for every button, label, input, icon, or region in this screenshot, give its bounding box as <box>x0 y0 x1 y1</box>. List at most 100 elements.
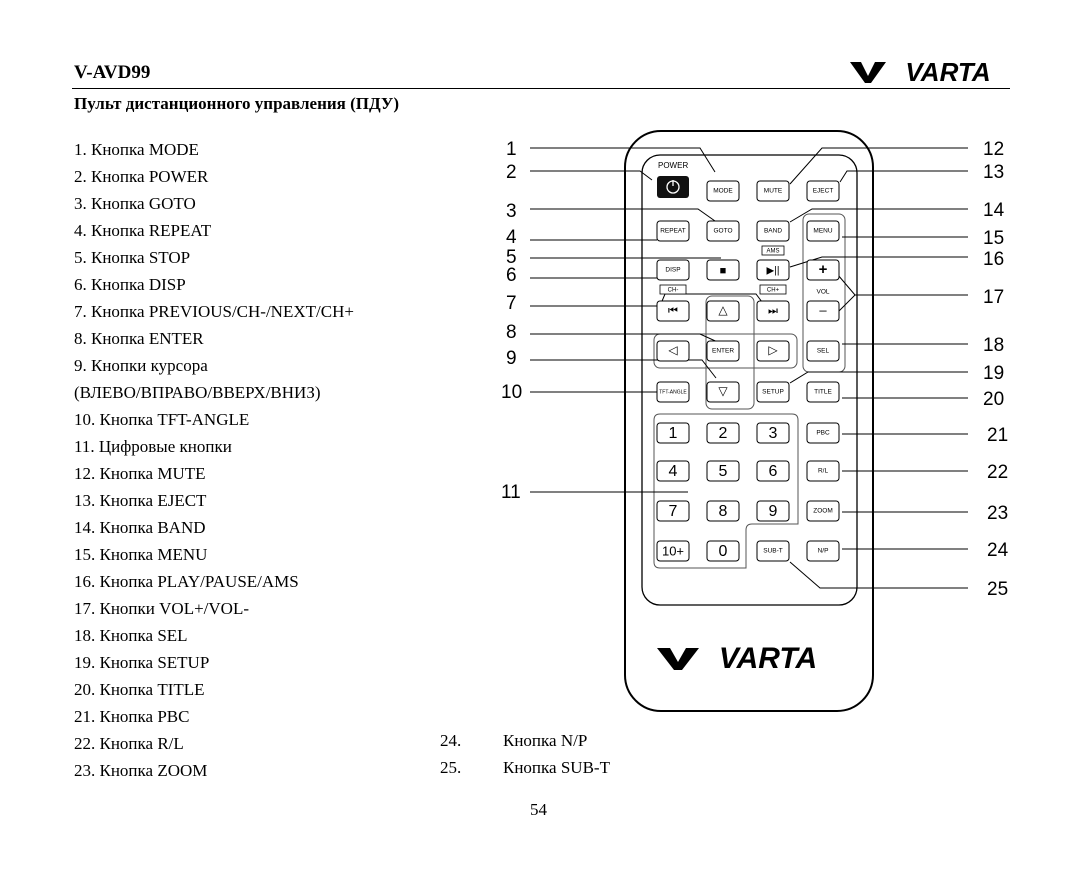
callout-2: 2 <box>506 162 517 183</box>
digit-4-button[interactable]: 4 <box>656 460 690 482</box>
power-button[interactable] <box>657 176 689 198</box>
list-item: 19. Кнопка SETUP <box>74 653 210 672</box>
pbc-button[interactable]: PBC <box>806 422 840 444</box>
page-subtitle: Пульт дистанционного управления (ПДУ) <box>74 94 400 113</box>
vol-minus-button[interactable]: – <box>806 300 840 322</box>
remote-inner-panel <box>641 154 858 606</box>
svg-text:5: 5 <box>719 463 728 480</box>
callout-20: 20 <box>983 389 1004 410</box>
list-item: 6. Кнопка DISP <box>74 275 186 294</box>
svg-text:8: 8 <box>719 503 728 520</box>
tft-angle-button[interactable]: TFT-ANGLE <box>656 381 690 403</box>
digit-9-button[interactable]: 9 <box>756 500 790 522</box>
callout-22: 22 <box>987 462 1008 483</box>
callout-24: 24 <box>987 540 1009 561</box>
previous-button[interactable]: ⏮ <box>656 300 690 322</box>
setup-button[interactable]: SETUP <box>756 381 790 403</box>
down-button[interactable]: ▽ <box>706 381 740 403</box>
list-item: 16. Кнопка PLAY/PAUSE/AMS <box>74 572 299 591</box>
list-item: (ВЛЕВО/ВПРАВО/ВВЕРХ/ВНИЗ) <box>74 383 321 402</box>
next-button[interactable]: ⏭ <box>756 300 790 322</box>
digit-8-button[interactable]: 8 <box>706 500 740 522</box>
svg-text:REPEAT: REPEAT <box>660 228 686 235</box>
sel-button[interactable]: SEL <box>806 340 840 362</box>
list-item: 18. Кнопка SEL <box>74 626 188 645</box>
svg-text:ZOOM: ZOOM <box>813 508 833 515</box>
digit-1-button[interactable]: 1 <box>656 422 690 444</box>
svg-text:⏮: ⏮ <box>668 305 678 317</box>
svg-text:TITLE: TITLE <box>814 389 832 396</box>
disp-button[interactable]: DISP <box>656 259 690 281</box>
callout-17: 17 <box>983 287 1004 308</box>
nav-group-outline-h <box>653 333 798 369</box>
callout-1: 1 <box>506 139 517 160</box>
svg-text:DISP: DISP <box>665 267 680 274</box>
list-item: 23. Кнопка ZOOM <box>74 761 208 780</box>
left-button[interactable]: ◁ <box>656 340 690 362</box>
list-item: 2. Кнопка POWER <box>74 167 209 186</box>
svg-text:MODE: MODE <box>713 188 733 195</box>
digit-0-button[interactable]: 0 <box>706 540 740 562</box>
rl-button[interactable]: R/L <box>806 460 840 482</box>
item-25-number: 25. <box>440 758 462 777</box>
eject-button[interactable]: EJECT <box>806 180 840 202</box>
list-item: 8. Кнопка ENTER <box>74 329 204 348</box>
digit-5-button[interactable]: 5 <box>706 460 740 482</box>
callout-21: 21 <box>987 425 1008 446</box>
vol-plus-button[interactable]: + <box>806 259 840 281</box>
list-item: 20. Кнопка TITLE <box>74 680 205 699</box>
list-item: 4. Кнопка REPEAT <box>74 221 212 240</box>
digit-3-button[interactable]: 3 <box>756 422 790 444</box>
callout-19: 19 <box>983 363 1004 384</box>
up-button[interactable]: △ <box>706 300 740 322</box>
svg-text:VARTA: VARTA <box>719 642 817 675</box>
svg-text:GOTO: GOTO <box>713 228 732 235</box>
svg-text:MENU: MENU <box>813 228 832 235</box>
svg-text:+: + <box>819 261 828 278</box>
list-item: 14. Кнопка BAND <box>74 518 206 537</box>
stop-button[interactable]: ■ <box>706 259 740 281</box>
svg-text:ENTER: ENTER <box>712 348 734 355</box>
mute-button[interactable]: MUTE <box>756 180 790 202</box>
enter-button[interactable]: ENTER <box>706 340 740 362</box>
svg-text:6: 6 <box>769 463 778 480</box>
item-25-text: Кнопка SUB-T <box>503 758 610 777</box>
band-button[interactable]: BAND <box>756 220 790 242</box>
digit-7-button[interactable]: 7 <box>656 500 690 522</box>
remote-varta-logo: VARTA <box>657 642 817 675</box>
goto-button[interactable]: GOTO <box>706 220 740 242</box>
svg-text:SUB-T: SUB-T <box>763 548 783 555</box>
svg-text:PBC: PBC <box>816 430 830 437</box>
callout-23: 23 <box>987 503 1008 524</box>
svg-text:EJECT: EJECT <box>813 188 834 195</box>
list-item: 12. Кнопка MUTE <box>74 464 206 483</box>
svg-text:10+: 10+ <box>662 543 684 558</box>
model-title: V-AVD99 <box>74 62 151 83</box>
np-button[interactable]: N/P <box>806 540 840 562</box>
list-item: 1. Кнопка MODE <box>74 140 199 159</box>
digit-2-button[interactable]: 2 <box>706 422 740 444</box>
callout-9: 9 <box>506 348 517 369</box>
menu-button[interactable]: MENU <box>806 220 840 242</box>
sub-t-button[interactable]: SUB-T <box>756 540 790 562</box>
callout-25: 25 <box>987 579 1008 600</box>
mode-button[interactable]: MODE <box>706 180 740 202</box>
zoom-button[interactable]: ZOOM <box>806 500 840 522</box>
digit-10plus-button[interactable]: 10+ <box>656 540 690 562</box>
play-pause-button[interactable]: ▶|| <box>756 259 790 281</box>
item-24-text: Кнопка N/P <box>503 731 588 750</box>
repeat-button[interactable]: REPEAT <box>656 220 690 242</box>
svg-text:0: 0 <box>719 543 728 560</box>
title-button[interactable]: TITLE <box>806 381 840 403</box>
list-item: 21. Кнопка PBC <box>74 707 190 726</box>
ch-plus-label-box <box>759 284 787 295</box>
varta-logo: VARTA <box>850 57 991 86</box>
list-item: 17. Кнопки VOL+/VOL- <box>74 599 249 618</box>
power-label: POWER <box>658 161 688 170</box>
svg-text:MUTE: MUTE <box>764 188 783 195</box>
right-button[interactable]: ▷ <box>756 340 790 362</box>
list-item: 5. Кнопка STOP <box>74 248 191 267</box>
digit-6-button[interactable]: 6 <box>756 460 790 482</box>
callout-7: 7 <box>506 293 517 314</box>
